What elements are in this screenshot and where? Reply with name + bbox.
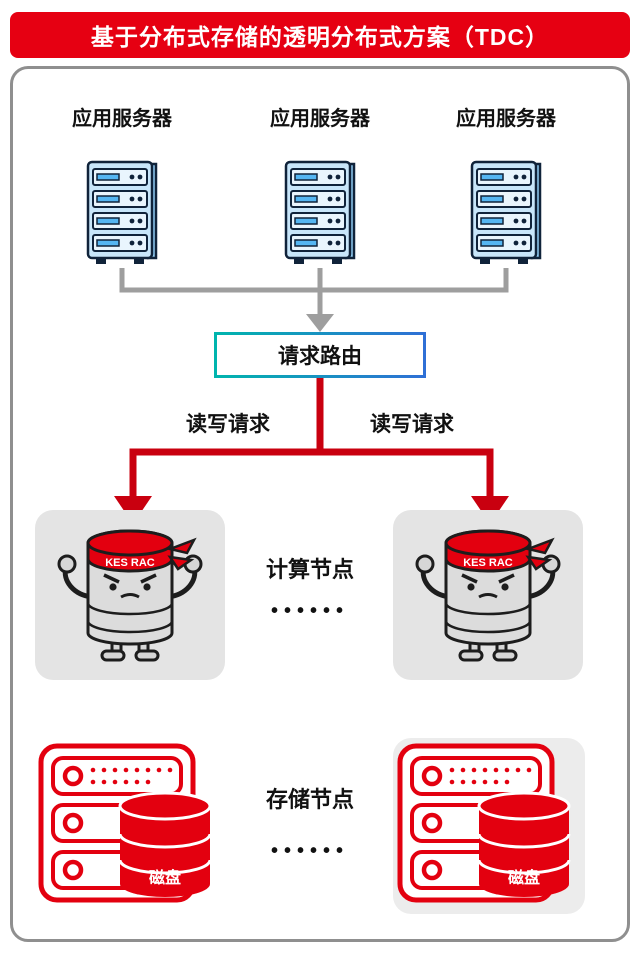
kes-rac-db-character-icon: KES RAC: [415, 529, 561, 662]
disk-label: 磁盘: [149, 868, 181, 887]
storage-node-right: 磁盘: [393, 738, 585, 914]
page-title: 基于分布式存储的透明分布式方案（TDC）: [90, 24, 550, 50]
storage-node-label: 存储节点: [265, 787, 354, 812]
kes-rac-db-character-icon: KES RAC: [57, 529, 203, 662]
readwrite-request-label-right: 读写请求: [370, 413, 454, 436]
request-router-box: 请求路由: [214, 332, 426, 378]
compute-ellipsis: ••••••: [270, 600, 349, 622]
app-server-icon-1: [86, 160, 158, 264]
compute-node-label: 计算节点: [265, 557, 354, 582]
readwrite-request-label-left: 读写请求: [186, 413, 270, 436]
app-server-icon-2: [284, 160, 356, 264]
app-server-label-3: 应用服务器: [456, 108, 556, 130]
app-server-icon-3: [470, 160, 542, 264]
storage-rack-disk-icon: 磁盘: [38, 743, 212, 903]
compute-node-right: KES RAC: [393, 510, 583, 680]
compute-node-left: KES RAC: [35, 510, 225, 680]
kes-rac-badge: KES RAC: [463, 557, 513, 569]
app-server-label-1: 应用服务器: [72, 108, 172, 130]
storage-rack-disk-icon: 磁盘: [397, 743, 571, 903]
disk-label: 磁盘: [508, 868, 540, 887]
app-server-label-2: 应用服务器: [270, 108, 370, 130]
storage-ellipsis: ••••••: [270, 840, 349, 862]
request-router-label: 请求路由: [217, 335, 423, 375]
kes-rac-badge: KES RAC: [105, 557, 155, 569]
storage-node-left: 磁盘: [35, 742, 225, 910]
title-banner: 基于分布式存储的透明分布式方案（TDC）: [10, 12, 630, 58]
